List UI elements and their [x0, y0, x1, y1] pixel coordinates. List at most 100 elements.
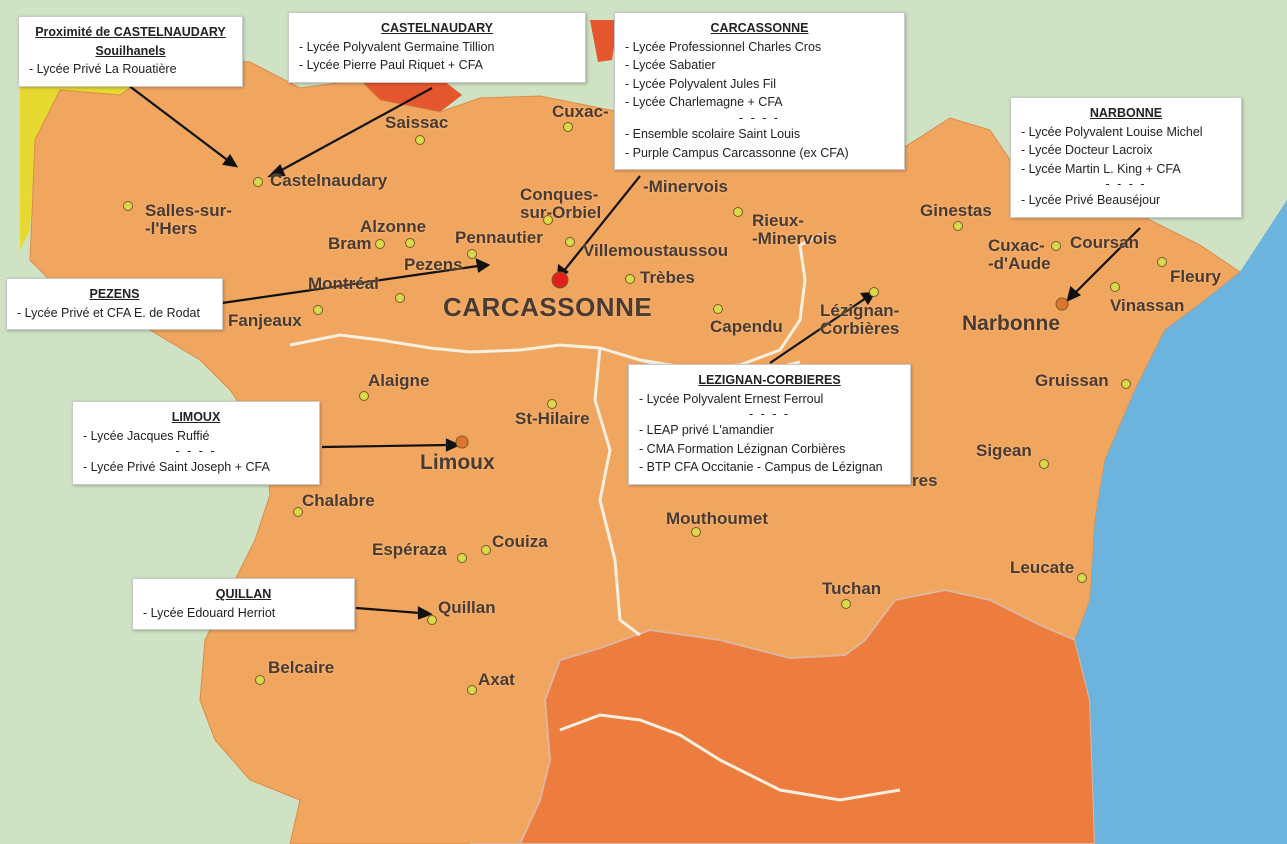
- town-label-st-hilaire: St-Hilaire: [515, 409, 590, 428]
- info-box-school: - Purple Campus Carcassonne (ex CFA): [625, 145, 849, 160]
- arrow-pezens: [221, 264, 479, 305]
- town-label-villemoustaussou: Villemoustaussou: [583, 241, 729, 260]
- town-marker-axat: [467, 685, 477, 695]
- town-label-montreal: Montréal: [308, 274, 379, 293]
- town-label-leucate: Leucate: [1010, 558, 1075, 577]
- town-label-alaigne: Alaigne: [368, 371, 430, 390]
- info-box-carcassonne: CARCASSONNE- Lycée Professionnel Charles…: [614, 12, 905, 171]
- town-marker-villemoustaussou: [565, 237, 575, 247]
- arrow-castelnaudary: [277, 87, 433, 173]
- info-box-school: - Lycée Docteur Lacroix: [1021, 143, 1153, 158]
- town-marker-capendu: [713, 304, 723, 314]
- town-markers: [123, 122, 1167, 695]
- arrowhead-pezens: [475, 258, 491, 273]
- info-box-pezens: PEZENS- Lycée Privé et CFA E. de Rodat: [6, 278, 223, 331]
- town-label-trebes: Trèbes: [640, 268, 695, 287]
- info-box-separator: - - - -: [175, 444, 217, 459]
- town-label-narbonne: Narbonne: [962, 312, 1061, 335]
- town-label-castelnaudary: Castelnaudary: [270, 171, 388, 190]
- neighbor-department-red-2: [590, 20, 618, 62]
- town-label-cuxac-cabardes: Cuxac-: [552, 102, 609, 121]
- town-label-bram: Bram: [328, 234, 372, 253]
- town-label-mouthoumet: Mouthoumet: [666, 509, 768, 528]
- town-marker-lezignan: [869, 287, 879, 297]
- town-marker-salles-sur-lhers: [123, 201, 133, 211]
- arrow-carcassonne: [562, 175, 641, 273]
- department-border-south: [559, 713, 901, 802]
- town-marker-fanjeaux: [313, 305, 323, 315]
- town-label-capendu: Capendu: [710, 317, 783, 336]
- town-label-sigean: Sigean: [976, 441, 1032, 460]
- info-box-title: PEZENS: [89, 287, 140, 301]
- town-label-couiza: Couiza: [492, 532, 548, 551]
- town-marker-fleury: [1157, 257, 1167, 267]
- town-marker-esperaza: [457, 553, 467, 563]
- info-box-school: - Lycée Jacques Ruffié: [83, 428, 210, 443]
- town-label-vinassan: Vinassan: [1110, 296, 1185, 315]
- info-box-school: - Lycée Privé Saint Joseph + CFA: [83, 460, 270, 475]
- arrow-souilhanels: [127, 84, 231, 163]
- town-label-fanjeaux: Fanjeaux: [228, 311, 302, 330]
- town-marker-st-hilaire: [547, 399, 557, 409]
- town-marker-alzonne: [405, 238, 415, 248]
- town-marker-alaigne: [359, 391, 369, 401]
- town-marker-conques: [543, 215, 553, 225]
- town-label-belcaire: Belcaire: [268, 658, 335, 677]
- town-marker-chalabre: [293, 507, 303, 517]
- town-label-esperaza: Espéraza: [372, 540, 447, 559]
- arrow-limoux: [321, 443, 449, 449]
- town-marker-vinassan: [1110, 282, 1120, 292]
- info-box-title: LIMOUX: [171, 410, 221, 424]
- town-label-ginestas: Ginestas: [920, 201, 992, 220]
- town-marker-cuxac-cabardes: [563, 122, 573, 132]
- town-marker-castelnaudary: [253, 177, 263, 187]
- town-label-lezignan: Lézignan- Corbières: [820, 301, 900, 338]
- town-marker-montreal: [395, 293, 405, 303]
- town-label-limoux: Limoux: [420, 451, 495, 474]
- info-box-school: - Lycée Professionnel Charles Cros: [625, 39, 822, 54]
- info-box-title: QUILLAN: [215, 587, 272, 601]
- info-box-school: - Lycée Privé Beauséjour: [1021, 193, 1161, 208]
- town-label-pennautier: Pennautier: [455, 228, 543, 247]
- town-marker-pennautier: [467, 249, 477, 259]
- town-marker-mouthoumet: [691, 527, 701, 537]
- info-box-title: NARBONNE: [1089, 106, 1163, 120]
- arrow-quillan: [355, 606, 421, 615]
- info-box-subtitle: Souilhanels: [95, 43, 166, 58]
- town-marker-trebes: [625, 274, 635, 284]
- town-label-chalabre: Chalabre: [302, 491, 375, 510]
- arrows: [127, 84, 1141, 620]
- neighbor-department-south: [470, 588, 1097, 844]
- town-marker-leucate: [1077, 573, 1087, 583]
- info-box-school: - LEAP privé L'amandier: [639, 423, 774, 438]
- town-label-quillan: Quillan: [438, 598, 496, 617]
- info-box-quillan: QUILLAN - Lycée Edouard Herriot: [132, 578, 355, 631]
- arrowhead-castelnaudary: [267, 164, 286, 178]
- mediterranean-sea: [1075, 200, 1287, 844]
- town-marker-cuxac-daude: [1051, 241, 1061, 251]
- town-marker-rieux: [733, 207, 743, 217]
- town-marker-belcaire: [255, 675, 265, 685]
- town-marker-ginestas: [953, 221, 963, 231]
- info-box-limoux: LIMOUX - Lycée Jacques Ruffié- - - -- Lyc…: [72, 401, 320, 485]
- town-label-rieux: Rieux- -Minervois: [752, 211, 838, 248]
- arrondissement-border-2: [593, 347, 641, 637]
- town-marker-couiza: [481, 545, 491, 555]
- arrowhead-souilhanels: [222, 154, 239, 168]
- info-box-school: - Ensemble scolaire Saint Louis: [625, 126, 801, 141]
- town-label-minervois: -Minervois: [643, 177, 729, 196]
- info-box-school: - Lycée Charlemagne + CFA: [625, 95, 783, 110]
- town-label-coursan: Coursan: [1070, 233, 1139, 252]
- info-box-school: - Lycée Pierre Paul Riquet + CFA: [299, 58, 483, 73]
- town-marker-quillan: [427, 615, 437, 625]
- info-box-separator: - - - -: [738, 110, 781, 125]
- town-marker-saissac: [415, 135, 425, 145]
- info-box-school: - Lycée Sabatier: [625, 58, 716, 73]
- arrow-narbonne: [1074, 227, 1141, 294]
- info-box-school: - Lycée Edouard Herriot: [143, 605, 276, 620]
- info-box-separator: - - - -: [1105, 177, 1147, 192]
- info-box-narbonne: NARBONNE- Lycée Polyvalent Louise Michel…: [1010, 97, 1242, 218]
- town-label-cuxac-daude: Cuxac- -d'Aude: [988, 236, 1051, 273]
- info-box-school: - Lycée Polyvalent Jules Fil: [625, 76, 776, 91]
